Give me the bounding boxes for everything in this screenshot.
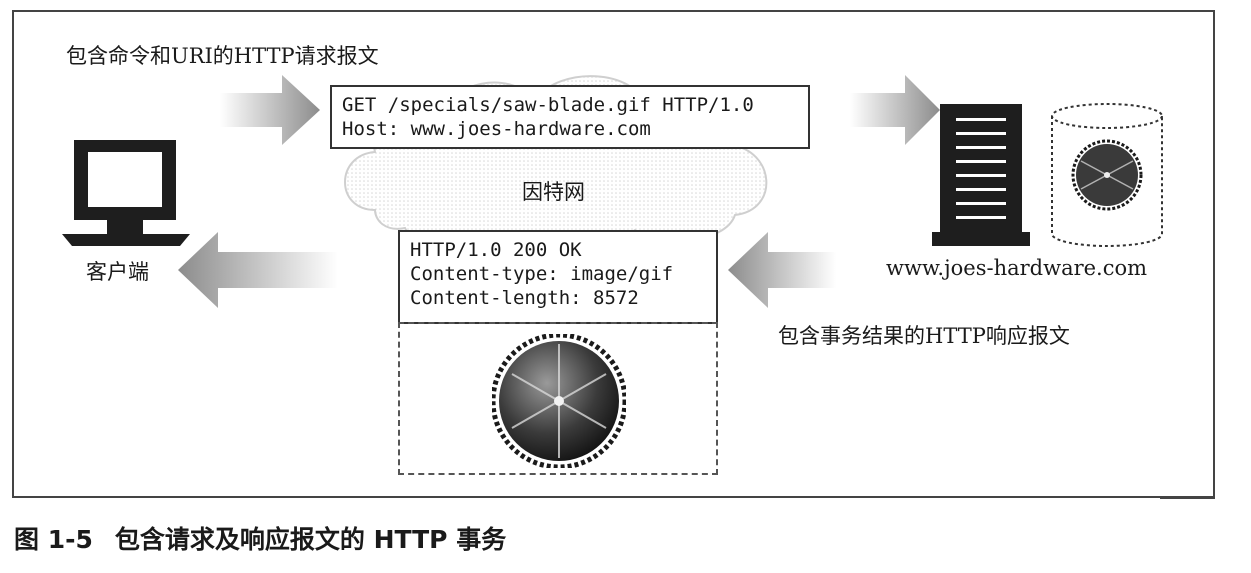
figure-number: 图 1-5: [14, 525, 93, 554]
request-arrow-icon: [220, 75, 320, 145]
figure-caption: 图 1-5 包含请求及响应报文的 HTTP 事务: [14, 520, 506, 556]
request-line: GET /specials/saw-blade.gif HTTP/1.0: [342, 94, 754, 116]
response-arrow-icon: [728, 232, 836, 308]
internet-label: 因特网: [522, 180, 585, 204]
figure-title: 包含请求及响应报文的 HTTP 事务: [114, 525, 507, 554]
server-icon: [932, 104, 1030, 246]
client-arrow-icon: [178, 232, 338, 308]
frame-edge: [1160, 496, 1215, 499]
request-host-header: Host: www.joes-hardware.com: [342, 118, 651, 140]
saw-blade-icon: [492, 334, 626, 468]
request-label: 包含命令和URI的HTTP请求报文: [66, 44, 379, 68]
response-body-container: [398, 322, 718, 475]
response-label: 包含事务结果的HTTP响应报文: [778, 324, 1070, 348]
client-label: 客户端: [86, 260, 149, 284]
computer-icon: [62, 140, 190, 246]
content-type-header: Content-type: image/gif: [410, 263, 674, 285]
server-arrow-icon: [850, 75, 940, 145]
status-line: HTTP/1.0 200 OK: [410, 239, 582, 261]
content-length-header: Content-length: 8572: [410, 287, 639, 309]
server-hostname-label: www.joes-hardware.com: [886, 256, 1148, 280]
database-icon: [1051, 103, 1163, 247]
